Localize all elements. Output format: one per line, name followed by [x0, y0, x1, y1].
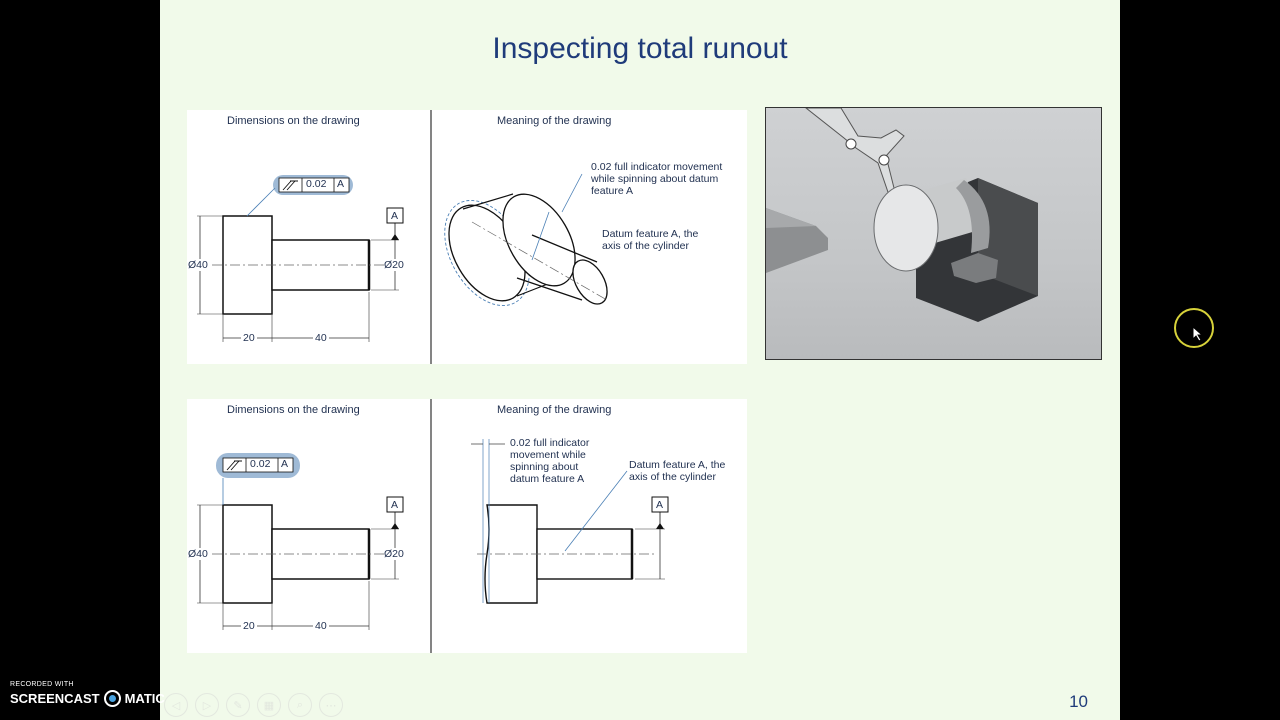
slides-icon[interactable]: ▦ [257, 693, 281, 717]
slide-title: Inspecting total runout [492, 32, 788, 65]
tolerance-value-bottom: 0.02 [250, 458, 271, 470]
dim-small-dia-top: Ø20 [384, 259, 404, 271]
record-dot-icon [103, 690, 121, 707]
recorder-watermark: RECORDED WITH SCREENCAST MATIC [10, 681, 165, 707]
dim-small-dia-bottom: Ø20 [384, 548, 404, 560]
more-icon[interactable]: ⋯ [319, 693, 343, 717]
dim-len2-bottom: 40 [313, 620, 329, 632]
caption-dimensions-bottom: Dimensions on the drawing [227, 404, 360, 416]
presentation-toolbar: ◁ ▷ ✎ ▦ ⌕ ⋯ [164, 693, 343, 717]
watermark-brand: SCREENCAST MATIC [10, 690, 165, 707]
page-number: 10 [1069, 692, 1088, 711]
cursor-highlight-ring [1174, 308, 1214, 348]
dim-large-dia-top: Ø40 [188, 259, 208, 271]
caption-meaning-bottom: Meaning of the drawing [497, 404, 612, 416]
inspection-photo [765, 107, 1102, 360]
tolerance-datum-top: A [337, 178, 345, 190]
caption-dimensions-top: Dimensions on the drawing [227, 115, 360, 127]
datum-label-bottom: A [391, 499, 399, 511]
dim-len1-top: 20 [241, 332, 257, 344]
note-datum-top: Datum feature A, the axis of the cylinde… [602, 228, 699, 252]
watermark-brand-right: MATIC [124, 691, 165, 706]
datum-label-top: A [391, 210, 399, 222]
mouse-cursor-icon [1192, 326, 1204, 342]
datum-label-bottom-right: A [656, 499, 664, 511]
dim-large-dia-bottom: Ø40 [188, 548, 208, 560]
drawing-panel-bottom: Dimensions on the drawing Meaning of the… [187, 399, 747, 653]
caption-meaning-top: Meaning of the drawing [497, 115, 612, 127]
dim-len2-top: 40 [313, 332, 329, 344]
next-icon[interactable]: ▷ [195, 693, 219, 717]
watermark-brand-left: SCREENCAST [10, 691, 100, 706]
tolerance-datum-bottom: A [281, 458, 289, 470]
zoom-icon[interactable]: ⌕ [288, 693, 312, 717]
prev-icon[interactable]: ◁ [164, 693, 188, 717]
drawing-bottom-svg [197, 399, 669, 653]
drawing-panel-top: Dimensions on the drawing Meaning of the… [187, 110, 747, 364]
inspection-photo-svg [766, 108, 1038, 322]
slide: Inspecting total runout [160, 0, 1120, 720]
drawing-top-svg [197, 110, 608, 364]
watermark-line1: RECORDED WITH [10, 681, 74, 688]
note-fim-bottom: 0.02 full indicator movement while spinn… [510, 437, 590, 485]
tolerance-value-top: 0.02 [306, 178, 327, 190]
note-datum-bottom: Datum feature A, the axis of the cylinde… [629, 459, 726, 483]
dim-len1-bottom: 20 [241, 620, 257, 632]
note-fim-top: 0.02 full indicator movement while spinn… [591, 161, 723, 197]
pen-icon[interactable]: ✎ [226, 693, 250, 717]
